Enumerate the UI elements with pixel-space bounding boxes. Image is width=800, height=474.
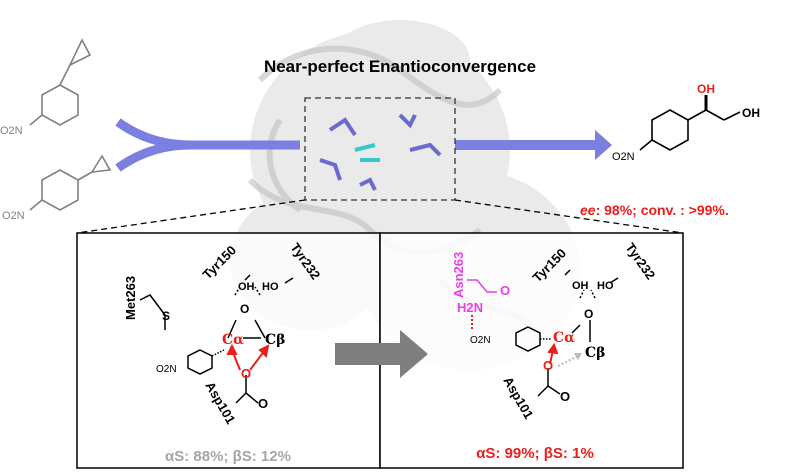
atom-no2: O2N [470,335,491,346]
atom-asp-o: O [241,366,251,381]
atom-oh: OH [572,280,589,292]
atom-ho: HO [597,280,614,292]
zoom-line-left [76,199,306,234]
wildtype-selectivity: αS: 88%; βS: 12% [165,448,291,465]
atom-c-alpha: Cα [222,332,244,348]
atom-carbonyl-o: O [560,389,570,404]
atom-s: S [162,309,170,323]
atom-epoxide-o: O [240,302,249,316]
product-oh-2: OH [742,106,760,120]
product-arrow [455,130,612,160]
product-oh-1: OH [697,82,715,96]
substrate-s-epoxide [29,38,92,126]
atom-carbonyl-o: O [258,396,268,411]
residue-asn263: Asn263 [451,252,466,298]
active-site-box [304,97,456,201]
active-site-residues [319,113,442,191]
convergence-arrow [115,118,300,172]
atom-ho: HO [262,281,279,293]
product-diol [639,95,741,151]
atom-asp-o: O [543,358,553,373]
atom-no2: O2N [156,364,177,375]
zoom-line-right [454,199,684,234]
wildtype-panel [76,232,381,469]
atom-c-beta: Cβ [585,345,605,361]
residue-met263: Met263 [123,276,138,320]
result-text: ee: 98%; conv. : >99%. [580,202,729,218]
ee-label: ee [580,202,596,218]
mutant-panel [379,232,684,469]
atom-c-alpha: Cα [553,330,575,346]
substrate-r-epoxide [29,154,112,211]
title: Near-perfect Enantioconvergence [264,57,536,76]
mutant-selectivity: αS: 99%; βS: 1% [476,445,594,462]
minor-attack-arrowhead [574,353,582,360]
ee-conversion-value: : 98%; conv. : >99%. [596,202,729,218]
substrate-bottom-no2: O2N [2,210,25,222]
atom-amide-o: O [500,283,510,298]
product-no2: O2N [612,151,635,163]
atom-h2n: H2N [457,300,483,315]
atom-oh: OH [238,281,255,293]
mutation-arrow [335,330,428,378]
atom-epoxide-o: O [584,307,593,321]
atom-c-beta: Cβ [265,332,285,348]
substrate-top-no2: O2N [0,125,23,137]
